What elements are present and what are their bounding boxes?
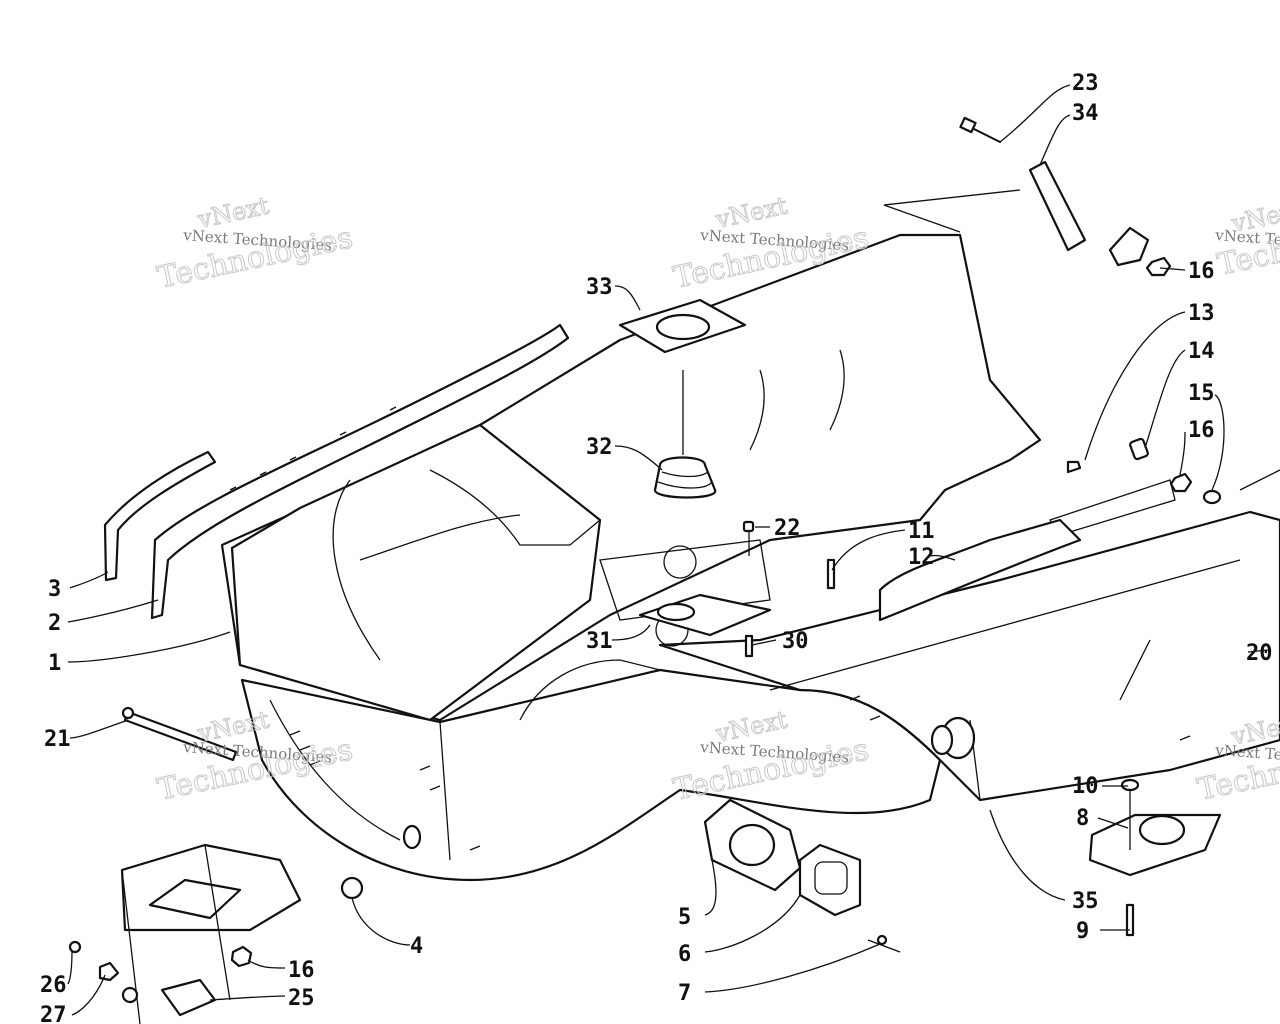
callout-12: 12 [908,545,935,570]
watermark-top-left: vNext vNext Technologies Technologies [154,191,356,296]
pin-13 [1066,460,1082,474]
callout-32: 32 [586,435,613,460]
callout-22: 22 [774,516,801,541]
bracket-34 [1028,160,1087,252]
callout-5: 5 [678,905,691,930]
clip-25 [160,978,217,1017]
callout-16: 16 [1188,418,1215,443]
callout-8: 8 [1076,806,1089,831]
callout-21: 21 [44,727,71,752]
bottom-left-bracket [68,843,302,1024]
callout-26: 26 [40,973,67,998]
callout-16: 16 [1188,259,1215,284]
small-fasteners [121,518,1082,900]
leader-lines [67,84,1269,1016]
watermark-brand-edge: vNext Te [1214,226,1280,249]
screw-9 [1125,903,1135,937]
nut-16-lower [230,945,253,968]
callout-2: 2 [48,611,61,636]
right-hardware [1066,437,1280,505]
callout-10: 10 [1072,774,1099,799]
callout-34: 34 [1072,101,1099,126]
callout-31: 31 [586,629,613,654]
callout-15: 15 [1188,381,1215,406]
lower-bowl [240,668,942,882]
callout-16: 16 [288,958,315,983]
callout-9: 9 [1076,919,1089,944]
callout-7: 7 [678,981,691,1006]
latch-8 [1088,813,1222,877]
trim-12 [878,518,1082,622]
rivet-30 [744,634,754,658]
callout-3: 3 [48,577,61,602]
cap-10 [1120,778,1140,792]
steering-boot-assembly [618,298,772,637]
callout-4: 4 [410,934,423,959]
bezel-6 [798,843,862,917]
rivet-11 [826,558,836,590]
left-scoop-cavity [230,423,602,722]
callout-30: 30 [782,629,809,654]
callout-20: 20 [1246,641,1273,666]
knob [1108,226,1150,267]
watermark-brand-edge: vNext Te [1214,741,1280,764]
callout-35: 35 [1072,889,1099,914]
callout-1: 1 [48,651,61,676]
callout-labels: 23 34 16 13 14 15 16 33 32 22 11 12 3 2 … [40,71,1273,1024]
trim-strip-long [150,323,570,620]
watermark-top-right: vNext vNext Te Technologies [1214,195,1280,283]
callout-27: 27 [40,1003,67,1024]
callout-6: 6 [678,942,691,967]
callout-23: 23 [1072,71,1099,96]
rivet-22 [742,520,755,533]
callout-25: 25 [288,986,315,1011]
lower-right-latch [1088,778,1222,937]
trim-strips [103,323,570,620]
callout-13: 13 [1188,301,1215,326]
plug-4 [340,876,364,900]
trim-strip-short [103,450,217,582]
hood-bracket-assembly [883,116,1172,277]
light-housing-assembly [703,798,901,953]
nut-16 [1145,256,1172,277]
right-channel [658,510,1280,802]
callout-33: 33 [586,275,613,300]
callout-11: 11 [908,519,935,544]
callout-14: 14 [1188,339,1215,364]
